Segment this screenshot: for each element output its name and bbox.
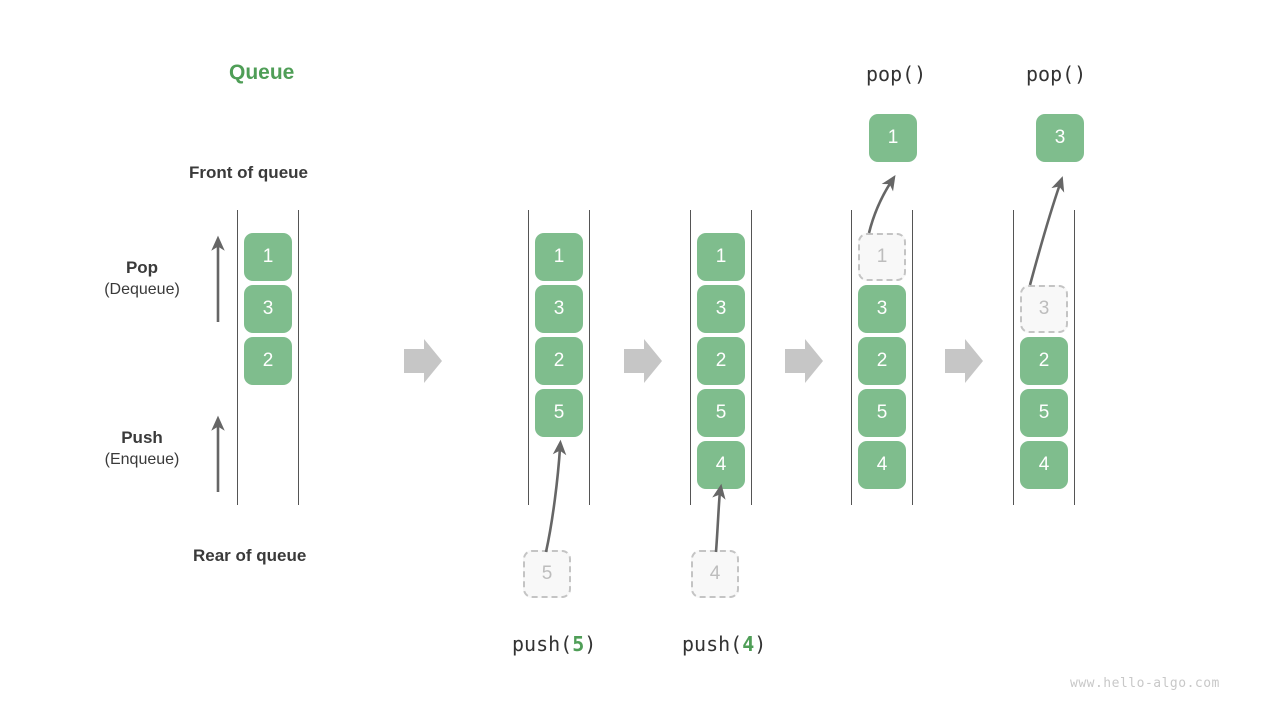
queue-cell: 4 — [1020, 441, 1068, 489]
queue-rail-right — [751, 210, 752, 505]
push-4-suffix: ) — [754, 632, 767, 656]
push-4-prefix: push( — [682, 632, 743, 656]
queue-column-pop-3: 3 2 5 4 — [1013, 210, 1075, 505]
push-5-suffix: ) — [584, 632, 597, 656]
popped-element-3: 3 — [1036, 114, 1084, 162]
push-4-operation-label: push(4) — [682, 632, 766, 656]
push-label-main: Push — [121, 428, 163, 447]
queue-cell: 4 — [697, 441, 745, 489]
pop-2-operation-label: pop() — [1026, 62, 1087, 86]
queue-cell: 2 — [535, 337, 583, 385]
incoming-element-5: 5 — [523, 550, 571, 598]
queue-rail-right — [912, 210, 913, 505]
push-4-value: 4 — [742, 632, 755, 656]
queue-column-pop-1: 1 3 2 5 4 — [851, 210, 913, 505]
pop-label-main: Pop — [125, 258, 159, 277]
queue-cell: 5 — [535, 389, 583, 437]
pop-label-sub: (Dequeue) — [104, 281, 180, 298]
push-5-prefix: push( — [512, 632, 573, 656]
queue-rail-right — [1074, 210, 1075, 505]
incoming-element-4: 4 — [691, 550, 739, 598]
queue-cell: 5 — [858, 389, 906, 437]
queue-rail-left — [237, 210, 238, 505]
queue-column-initial: 1 3 2 — [237, 210, 299, 505]
popped-element-1: 1 — [869, 114, 917, 162]
queue-cell: 2 — [858, 337, 906, 385]
push-operation-label: Push (Enqueue) — [57, 428, 227, 469]
queue-rail-left — [690, 210, 691, 505]
queue-cell: 5 — [697, 389, 745, 437]
queue-cell-removed: 3 — [1020, 285, 1068, 333]
queue-rail-right — [298, 210, 299, 505]
queue-column-after-push-4: 1 3 2 5 4 — [690, 210, 752, 505]
queue-cell: 1 — [535, 233, 583, 281]
queue-rail-left — [1013, 210, 1014, 505]
queue-rail-left — [528, 210, 529, 505]
queue-cell: 4 — [858, 441, 906, 489]
transition-arrow-icon — [945, 339, 983, 383]
transition-arrow-icon — [785, 339, 823, 383]
queue-cell: 3 — [697, 285, 745, 333]
pop-1-operation-label: pop() — [866, 62, 927, 86]
queue-cell: 2 — [697, 337, 745, 385]
queue-cell: 3 — [858, 285, 906, 333]
queue-cell: 1 — [697, 233, 745, 281]
queue-rail-left — [851, 210, 852, 505]
watermark: www.hello-algo.com — [1070, 676, 1220, 691]
queue-cell: 5 — [1020, 389, 1068, 437]
push-5-operation-label: push(5) — [512, 632, 596, 656]
queue-cell: 1 — [244, 233, 292, 281]
transition-arrow-icon — [404, 339, 442, 383]
transition-arrow-icon — [624, 339, 662, 383]
queue-cell: 3 — [244, 285, 292, 333]
front-of-queue-label: Front of queue — [189, 163, 308, 182]
rear-of-queue-label: Rear of queue — [193, 546, 307, 565]
queue-rail-right — [589, 210, 590, 505]
queue-cell: 3 — [535, 285, 583, 333]
page-title: Queue — [229, 61, 295, 84]
push-label-sub: (Enqueue) — [104, 451, 180, 468]
push-5-value: 5 — [572, 632, 585, 656]
pop-operation-label: Pop (Dequeue) — [57, 258, 227, 299]
queue-cell: 2 — [244, 337, 292, 385]
queue-cell: 2 — [1020, 337, 1068, 385]
queue-cell-removed: 1 — [858, 233, 906, 281]
queue-column-after-push-5: 1 3 2 5 — [528, 210, 590, 505]
